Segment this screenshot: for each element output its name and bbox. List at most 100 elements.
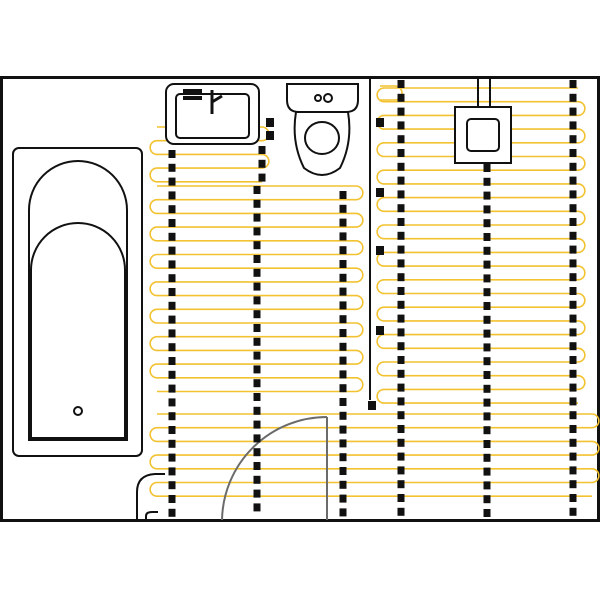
cable-spacer	[168, 370, 176, 379]
cable-spacer	[253, 434, 261, 443]
cable-spacer	[569, 135, 577, 144]
cable-spacer	[168, 508, 176, 517]
cable-spacer	[397, 245, 405, 254]
cable-spacer	[483, 246, 491, 255]
cable-spacer	[339, 329, 347, 337]
cable-spacer	[397, 356, 405, 364]
cable-spacer	[168, 384, 176, 393]
cable-spacer	[339, 191, 347, 199]
cable-spacer	[253, 324, 261, 332]
heating-cable-run	[149, 185, 364, 393]
cable-spacer	[168, 288, 176, 296]
room-outline	[0, 76, 600, 522]
heating-cable-layer	[149, 85, 600, 497]
cable-spacer	[569, 287, 577, 295]
cable-spacer	[253, 406, 261, 415]
feed-cable	[136, 473, 165, 520]
cable-spacer	[253, 462, 261, 470]
cable-spacer	[569, 162, 577, 171]
cable-spacer	[397, 397, 405, 406]
cable-spacer	[483, 426, 491, 435]
cable-spacer	[168, 260, 176, 269]
cable-spacer	[569, 204, 577, 213]
cable-spacer	[397, 287, 405, 295]
cable-spacer	[397, 411, 405, 420]
cable-spacer	[397, 494, 405, 502]
cable-spacer	[339, 204, 347, 213]
cable-spacer	[483, 177, 491, 186]
cable-spacer	[168, 357, 176, 365]
cable-spacer	[376, 246, 384, 255]
cable-spacer	[569, 466, 577, 475]
cable-spacer	[397, 149, 405, 157]
cable-spacer	[339, 425, 347, 434]
cable-spacer	[168, 219, 176, 227]
cable-spacer	[483, 412, 491, 421]
cable-spacer	[339, 398, 347, 406]
cable-spacer	[569, 176, 577, 185]
cable-spacer	[569, 93, 577, 102]
heating-cable-run	[149, 413, 600, 497]
cable-spacer	[253, 282, 261, 291]
cable-spacer	[483, 205, 491, 214]
cable-spacer	[397, 231, 405, 240]
cable-spacer	[168, 163, 176, 172]
cable-spacer	[253, 503, 261, 512]
cable-spacer	[339, 384, 347, 393]
cable-spacer	[397, 218, 405, 226]
cable-spacer	[397, 121, 405, 130]
cable-spacer	[168, 398, 176, 407]
cable-spacer	[397, 190, 405, 199]
cable-spacer	[397, 328, 405, 337]
cable-spacer	[483, 440, 491, 448]
cable-spacer	[168, 343, 176, 352]
cable-spacer	[339, 453, 347, 462]
cable-spacer	[339, 287, 347, 296]
cable-spacer	[168, 301, 176, 310]
heating-cable-run	[380, 85, 403, 101]
cable-spacer	[569, 218, 577, 226]
cable-spacer	[397, 300, 405, 309]
cable-spacer	[569, 356, 577, 364]
cable-spacer	[253, 475, 261, 484]
cable-spacer	[168, 329, 176, 338]
cable-spacer	[397, 480, 405, 489]
cable-spacer	[168, 191, 176, 200]
cable-spacer	[397, 204, 405, 213]
cable-spacer	[266, 118, 274, 127]
cable-spacer	[339, 494, 347, 503]
cable-spacer	[339, 232, 347, 241]
cable-spacer	[339, 273, 347, 282]
cable-spacer	[483, 274, 491, 283]
cable-spacer	[397, 369, 405, 378]
cable-spacer	[168, 453, 176, 462]
cable-spacer-layer	[168, 80, 577, 517]
cable-spacer	[483, 453, 491, 462]
cable-spacer	[569, 425, 577, 433]
cable-spacer	[569, 438, 577, 447]
cable-spacer	[569, 494, 577, 502]
cable-spacer	[397, 314, 405, 323]
cable-spacer	[569, 231, 577, 240]
cable-spacer	[397, 135, 405, 144]
bathtub-icon	[12, 147, 143, 457]
cable-spacer	[483, 343, 491, 352]
cable-spacer	[483, 384, 491, 393]
cable-spacer	[397, 80, 405, 88]
cable-spacer	[569, 245, 577, 254]
cable-spacer	[253, 296, 261, 305]
cable-spacer	[368, 401, 376, 410]
cable-spacer	[168, 495, 176, 503]
cable-spacer	[258, 146, 266, 154]
cable-spacer	[483, 191, 491, 200]
cable-spacer	[397, 383, 405, 392]
cable-spacer	[569, 383, 577, 392]
cable-spacer	[253, 420, 261, 429]
cable-spacer	[168, 246, 176, 255]
cable-spacer	[483, 481, 491, 490]
cable-spacer	[253, 448, 261, 457]
cable-spacer	[253, 268, 261, 277]
cable-spacer	[339, 260, 347, 268]
cable-spacer	[483, 260, 491, 269]
